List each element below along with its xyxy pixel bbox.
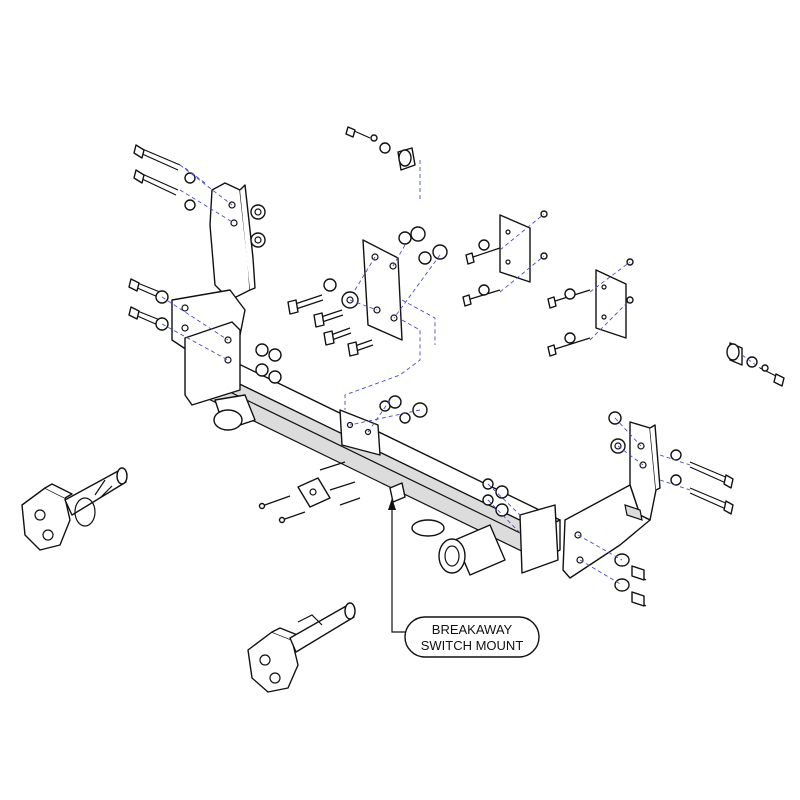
clevis-pin-left: [21, 467, 128, 551]
breakaway-callout: BREAKAWAY SWITCH MOUNT: [404, 616, 540, 658]
bolts-center: [287, 294, 374, 357]
safety-chain-loop-right: [411, 519, 445, 537]
right-end-plate: [519, 504, 559, 574]
left-side-bracket: [171, 182, 256, 353]
clevis-pin-lower: [247, 602, 356, 693]
callout-line-2: SWITCH MOUNT: [421, 638, 524, 653]
main-crossbar: [189, 349, 561, 561]
center-bracket-plate: [362, 239, 403, 341]
callout-box: [404, 616, 540, 658]
spacer-plate-upper: [499, 214, 531, 283]
nuts-left: [155, 172, 282, 384]
breakaway-callout-leader: [388, 498, 405, 633]
alignment-guides: [161, 160, 761, 586]
receiver-tube: [438, 524, 506, 576]
bolts-right: [631, 461, 734, 607]
bolts-left-lower: [128, 278, 161, 326]
right-side-bracket: [562, 421, 661, 579]
breakaway-screws: [258, 461, 361, 524]
spacer-sleeves: [370, 134, 769, 372]
safety-chain-loop-left: [213, 394, 256, 431]
callout-line-1: BREAKAWAY: [432, 622, 513, 637]
nuts-spacer: [478, 210, 634, 344]
breakaway-mount-tab: [389, 482, 406, 503]
breakaway-bracket-plate: [297, 477, 331, 508]
left-end-plate: [184, 321, 241, 406]
bolts-left-upper: [133, 144, 181, 196]
center-crossbar-plate: [339, 409, 381, 456]
spacer-plate-lower: [595, 269, 627, 339]
nuts-center: [323, 226, 448, 424]
bolt-far-right: [759, 367, 785, 387]
bolt-top: [345, 126, 371, 139]
